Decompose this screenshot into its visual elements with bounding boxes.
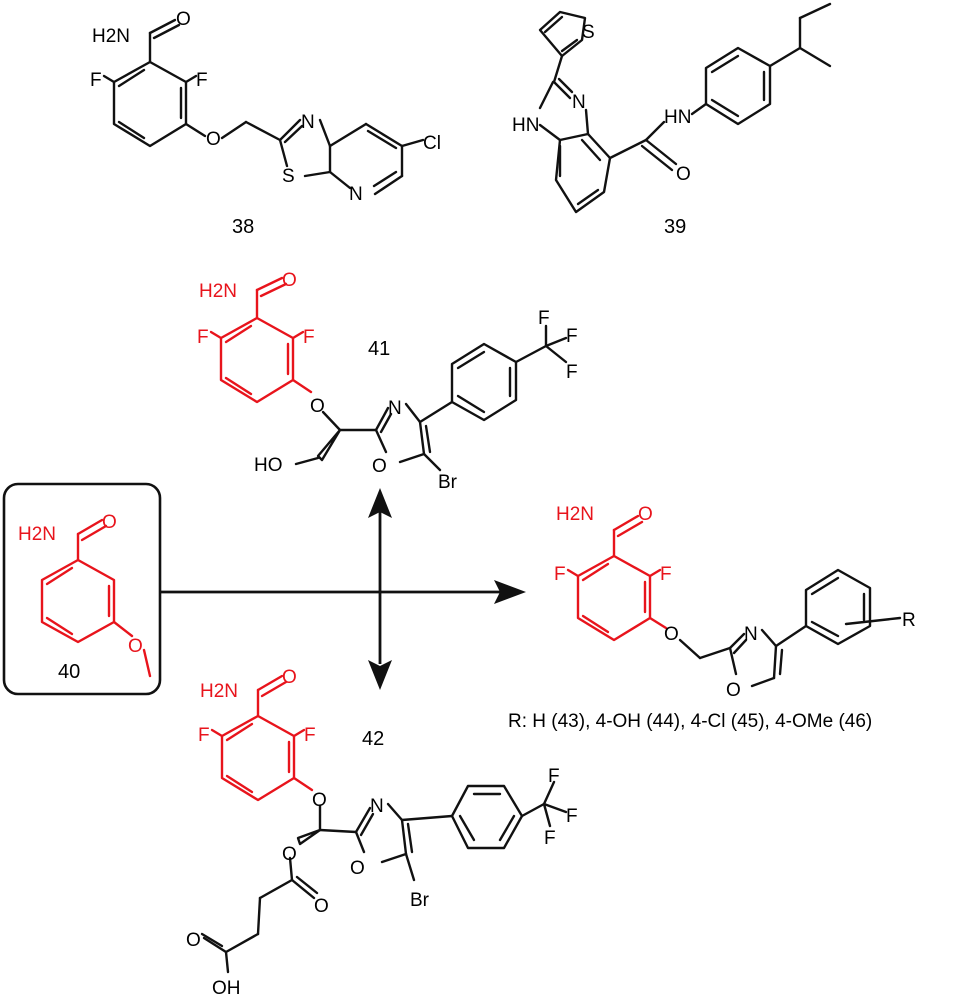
oxazole-n-label: N: [744, 624, 758, 645]
fluorine-label: F: [548, 766, 560, 787]
compound-42: H2N O F F O O O O OH N O Br F F F 42: [186, 667, 578, 999]
amide-o-label: O: [282, 270, 297, 291]
r-group-series-caption: R: H (43), 4-OH (44), 4-Cl (45), 4-OMe (…: [508, 711, 872, 732]
fluorine-label: F: [304, 725, 316, 746]
arrow-down-head: [368, 660, 392, 690]
ether-o-label: O: [206, 129, 221, 150]
thiazole-n-label: N: [301, 112, 315, 133]
amide-o-label: O: [282, 667, 297, 688]
chlorine-label: Cl: [423, 133, 441, 154]
ether-o-label: O: [664, 624, 679, 645]
fluorine-label: F: [198, 725, 210, 746]
fluorine-label: F: [197, 327, 209, 348]
amide-nh2-label: H2N: [18, 524, 56, 545]
oxazole-n-label: N: [388, 398, 402, 419]
ether-o-label: O: [310, 396, 325, 417]
compound-38: H2N O F F O N S N Cl 38: [90, 9, 441, 238]
fluorine-label: F: [566, 326, 578, 347]
reaction-arrows: [160, 488, 526, 690]
amide-nh2-label: H2N: [556, 504, 594, 525]
compound-40-box: [2, 482, 162, 696]
carbonyl-o-label: O: [314, 896, 329, 917]
oxazole-n-label: N: [370, 796, 384, 817]
amide-o-label: O: [638, 504, 653, 525]
pyridine-n-label: N: [349, 184, 363, 205]
fluorine-label: F: [544, 828, 556, 849]
compound-number-39: 39: [664, 216, 686, 238]
amide-o-label: O: [676, 164, 691, 185]
compound-39: S N HN HN O 39: [512, 2, 832, 238]
compound-number-40: 40: [58, 661, 80, 683]
r-group-label: R: [902, 610, 916, 631]
fluorine-label: F: [660, 564, 672, 585]
thiophene-s-label: S: [582, 22, 595, 43]
arrow-up-head: [368, 488, 392, 518]
amide-nh2-label: H2N: [92, 26, 130, 47]
thiazole-s-label: S: [282, 166, 295, 187]
amide-nh-label: HN: [664, 107, 691, 128]
arrow-right-head: [494, 580, 526, 604]
fluorine-label: F: [196, 70, 208, 91]
fluorine-label: F: [566, 806, 578, 827]
hydroxyl-label: HO: [254, 455, 283, 476]
compound-number-38: 38: [232, 216, 254, 238]
compound-41: H2N O F F O N O Br HO F F F 41: [197, 270, 578, 493]
oxazole-o-label: O: [372, 456, 387, 477]
compound-43-46: H2N O F F O N O R R: H (43), 4-OH (44), …: [508, 504, 916, 732]
bromine-label: Br: [410, 890, 430, 911]
amide-nh2-label: H2N: [200, 681, 238, 702]
oxazole-o-label: O: [726, 680, 741, 701]
ester-o-label: O: [282, 844, 297, 865]
compound-40: H2N O O 40: [2, 482, 162, 696]
fluorine-label: F: [554, 564, 566, 585]
imidazole-n-label: N: [572, 92, 586, 113]
acid-oh-label: OH: [212, 978, 241, 999]
oxazole-o-label: O: [350, 858, 365, 879]
amide-o-label: O: [102, 512, 117, 533]
imidazole-nh-label: HN: [512, 115, 539, 136]
acid-o-label: O: [186, 930, 201, 951]
compound-number-42: 42: [362, 728, 384, 750]
fluorine-label: F: [303, 327, 315, 348]
methoxy-o-label: O: [128, 636, 143, 657]
fluorine-label: F: [90, 70, 102, 91]
compound-number-41: 41: [368, 338, 390, 360]
amide-o-label: O: [176, 9, 191, 30]
bromine-label: Br: [438, 472, 458, 493]
amide-nh2-label: H2N: [199, 281, 237, 302]
ether-o-label: O: [312, 790, 327, 811]
fluorine-label: F: [538, 308, 550, 329]
fluorine-label: F: [566, 362, 578, 383]
